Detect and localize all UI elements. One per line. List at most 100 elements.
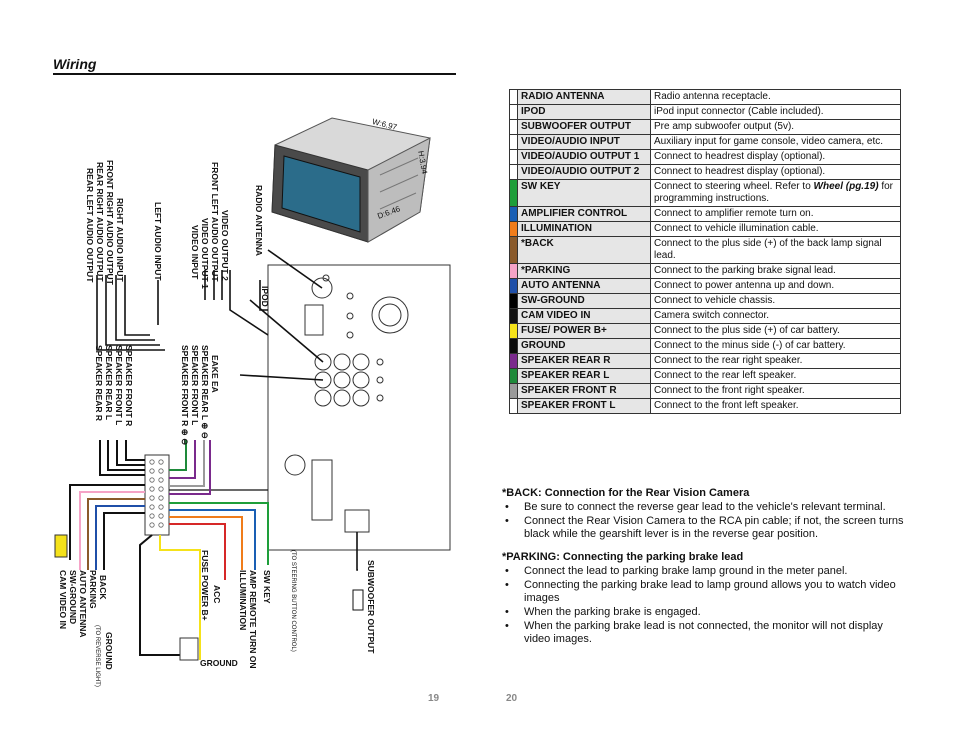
terminal-name: SUBWOOFER OUTPUT — [517, 119, 651, 135]
terminal-description: Connect to the rear left speaker. — [650, 368, 901, 384]
label-subwoofer-output: SUBWOOFER OUTPUT — [366, 560, 376, 654]
label-sw-ground: SW-GROUND — [68, 570, 78, 625]
back-plate — [267, 264, 451, 551]
parking-note-title: *PARKING: Connecting the parking brake l… — [502, 551, 744, 563]
wire-color-swatch — [509, 134, 518, 150]
terminal-name: CAM VIDEO IN — [517, 308, 651, 324]
back-note-list: Be sure to connect the reverse gear lead… — [502, 501, 912, 541]
wire-color-swatch — [509, 263, 518, 279]
label-amp-remote: AMP REMOTE TURN ON — [248, 570, 258, 669]
label-rear-left-audio-output: REAR LEFT AUDIO OUTPUT — [85, 168, 95, 283]
label-right-audio-input: RIGHT AUDIO INPUT — [115, 198, 125, 282]
table-row: FUSE/ POWER B+Connect to the plus side (… — [509, 323, 901, 339]
terminal-description: Auxiliary input for game console, video … — [650, 134, 901, 150]
terminal-description: Connect to headrest display (optional). — [650, 149, 901, 165]
wire-color-swatch — [509, 149, 518, 165]
label-rear-right-audio-output: REAR RIGHT AUDIO OUTPUT — [95, 162, 105, 282]
label-front-right-audio-output: FRONT RIGHT AUDIO OUTPUT — [105, 160, 115, 285]
terminal-description: Connect to the rear right speaker. — [650, 353, 901, 369]
label-fuse-power: FUSE POWER B+ — [200, 550, 210, 621]
label-illumination: ILLUMINATION — [238, 570, 248, 631]
wire-color-swatch — [509, 368, 518, 384]
speaker-wires — [99, 440, 211, 495]
page-number-right: 20 — [506, 693, 518, 704]
wire-color-swatch — [509, 89, 518, 105]
wire-color-swatch — [509, 323, 518, 339]
label-left-audio-input: LEFT AUDIO INPUT — [153, 202, 163, 281]
label-speaker-0: EAKE EA — [210, 355, 220, 393]
list-item: Connect the lead to parking brake lamp g… — [502, 565, 912, 578]
subwoofer-lead — [356, 532, 358, 571]
label-auto-antenna: AUTO ANTENNA — [78, 570, 88, 638]
terminal-name: SW KEY — [517, 179, 651, 207]
notes-section: *BACK: Connection for the Rear Vision Ca… — [502, 487, 912, 654]
terminal-description: iPod input connector (Cable included). — [650, 104, 901, 120]
label-speaker-1: SPEAKER REAR L ⊕ ⊖ — [200, 345, 210, 439]
terminal-name: ILLUMINATION — [517, 221, 651, 237]
wire-color-swatch — [509, 338, 518, 354]
wire-color-swatch — [509, 206, 518, 222]
label-ground: GROUND — [200, 658, 238, 668]
cam-video-rca — [54, 534, 68, 558]
terminal-description: Connect to steering wheel. Refer to Whee… — [650, 179, 901, 207]
terminal-name: AMPLIFIER CONTROL — [517, 206, 651, 222]
terminal-name: SW-GROUND — [517, 293, 651, 309]
wire-color-swatch — [509, 353, 518, 369]
terminal-description: Connect to power antenna up and down. — [650, 278, 901, 294]
page-title: Wiring — [53, 56, 97, 72]
fuse-holder — [179, 637, 199, 661]
terminal-name: RADIO ANTENNA — [517, 89, 651, 105]
terminal-name: IPOD — [517, 104, 651, 120]
label-cam-video-in: CAM VIDEO IN — [58, 570, 68, 630]
list-item: Be sure to connect the reverse gear lead… — [502, 501, 912, 514]
rca-leads — [96, 249, 324, 381]
terminal-description: Connect to the front right speaker. — [650, 383, 901, 399]
label-video-output-1: VIDEO OUTPUT 1 — [200, 218, 210, 289]
terminal-description: Radio antenna receptacle. — [650, 89, 901, 105]
terminal-name: *BACK — [517, 236, 651, 264]
terminal-description: Connect to vehicle illumination cable. — [650, 221, 901, 237]
list-item: Connecting the parking brake lead to lam… — [502, 579, 912, 605]
harness-wires — [69, 484, 269, 660]
wire-color-swatch — [509, 236, 518, 264]
label-speaker-4: SPEAKER FRONT R — [124, 345, 134, 427]
label-sw-key: SW KEY — [262, 570, 272, 604]
list-item: When the parking brake is engaged. — [502, 606, 912, 619]
terminal-name: VIDEO/AUDIO INPUT — [517, 134, 651, 150]
wire-color-swatch — [509, 179, 518, 207]
terminal-name: FUSE/ POWER B+ — [517, 323, 651, 339]
label-steering: (TO STEERING BUTTON CONTROL) — [290, 550, 296, 652]
wire-color-swatch — [509, 398, 518, 414]
terminal-name: SPEAKER REAR L — [517, 368, 651, 384]
terminal-description: Connect to the plus side (+) of car batt… — [650, 323, 901, 339]
list-item: Connect the Rear Vision Camera to the RC… — [502, 515, 912, 541]
terminal-description: Pre amp subwoofer output (5v). — [650, 119, 901, 135]
terminal-description: Camera switch connector. — [650, 308, 901, 324]
wiring-diagram: W:6.97 H:3.94 D:6.46 RADIO ANTENNA VIDEO… — [40, 100, 480, 700]
list-item: When the parking brake lead is not conne… — [502, 620, 912, 646]
terminal-name: VIDEO/AUDIO OUTPUT 1 — [517, 149, 651, 165]
page-number-left: 19 — [428, 693, 440, 704]
title-rule — [53, 73, 456, 75]
terminal-description: Connect to vehicle chassis. — [650, 293, 901, 309]
parking-note-list: Connect the lead to parking brake lamp g… — [502, 565, 912, 646]
label-radio-antenna: RADIO ANTENNA — [254, 185, 264, 256]
wire-color-swatch — [509, 308, 518, 324]
